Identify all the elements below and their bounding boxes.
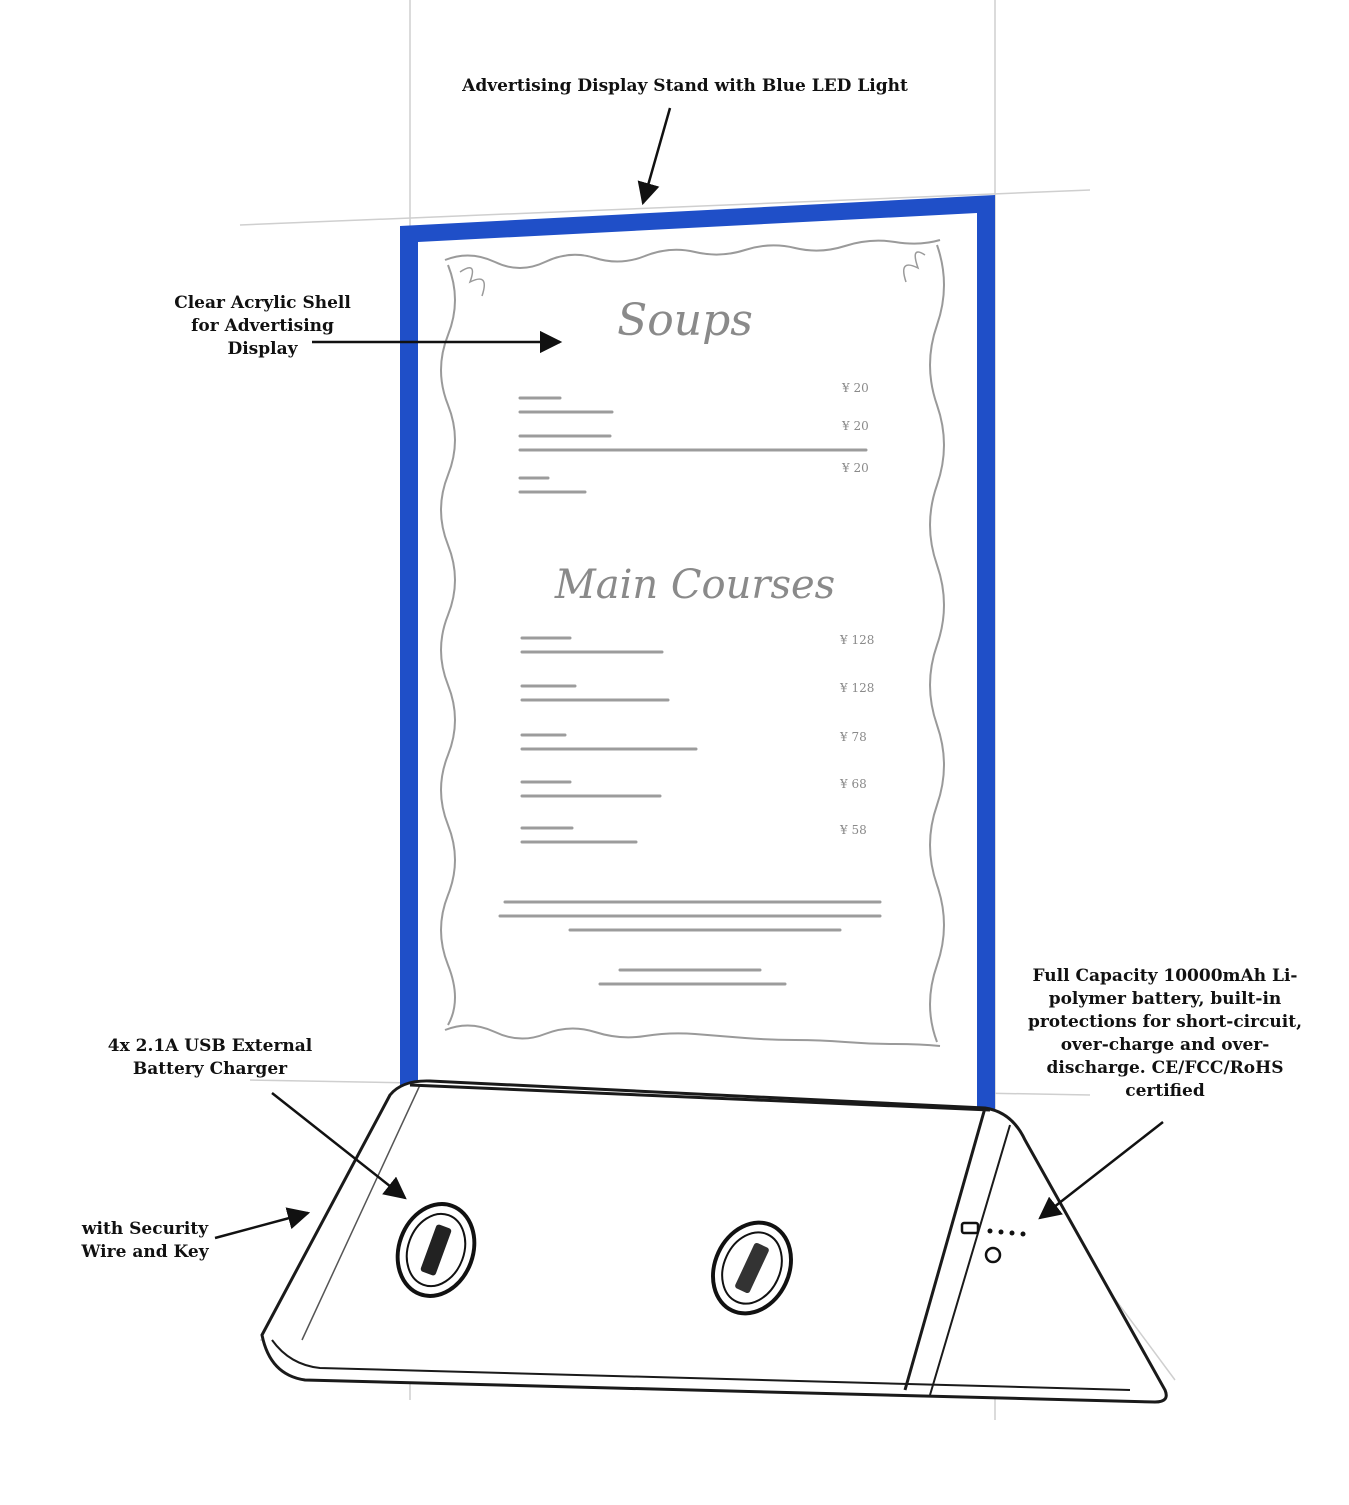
acrylic-insert	[418, 213, 977, 1108]
usb-port-right	[711, 1220, 793, 1316]
menu-price: ¥ 20	[841, 461, 869, 475]
menu-price: ¥ 20	[841, 419, 869, 433]
menu-price: ¥ 128	[839, 633, 874, 647]
arrow-battery	[1038, 1121, 1164, 1220]
menu-price: ¥ 58	[839, 823, 867, 837]
menu-price: ¥ 78	[839, 730, 867, 744]
arrow-usb	[271, 1092, 407, 1200]
menu-heading-1: Soups	[617, 295, 753, 346]
menu-footer-lines	[498, 900, 882, 986]
label-led-display: Advertising Display Stand with Blue LED …	[462, 76, 908, 96]
arrow-top	[637, 107, 672, 206]
menu-price: ¥ 20	[841, 381, 869, 395]
menu-content: Soups Main Courses ¥ 20 ¥ 20 ¥ 20 ¥ 128 ¥ 12…	[498, 295, 882, 986]
indicator-lights	[960, 1221, 1026, 1264]
menu-heading-2: Main Courses	[554, 562, 835, 608]
label-security-wire: with Security Wire and Key	[81, 1219, 209, 1262]
menu-border	[440, 239, 945, 1047]
power-button-icon	[984, 1246, 1002, 1264]
label-acrylic-shell: Clear Acrylic Shell for Advertising Disp…	[174, 293, 351, 359]
usb-port-left	[395, 1202, 477, 1298]
menu-price: ¥ 128	[839, 681, 874, 695]
callout-arrows	[214, 107, 1164, 1240]
arrow-security	[214, 1207, 311, 1240]
label-usb-charger: 4x 2.1A USB External Battery Charger	[107, 1036, 313, 1079]
label-battery-spec: Full Capacity 10000mAh Li- polymer batte…	[1027, 966, 1303, 1101]
menu-price: ¥ 68	[839, 777, 867, 791]
menu-item-lines	[518, 396, 868, 844]
battery-base	[260, 1079, 1168, 1404]
menu-prices: ¥ 20 ¥ 20 ¥ 20 ¥ 128 ¥ 128 ¥ 78 ¥ 68 ¥ 58	[839, 381, 874, 837]
